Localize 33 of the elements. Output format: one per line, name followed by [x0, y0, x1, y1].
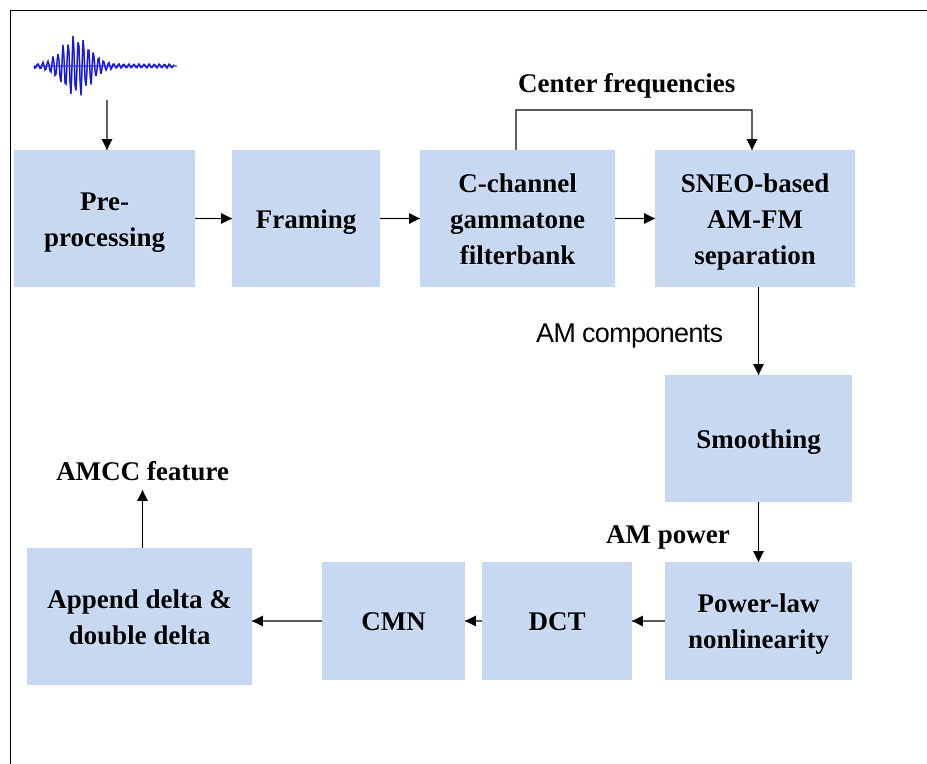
arrow — [137, 490, 148, 548]
edge-label: AM power — [606, 518, 730, 551]
process-box — [655, 150, 855, 287]
arrow — [753, 287, 764, 375]
edge-label: AM components — [536, 317, 722, 350]
process-box — [322, 562, 465, 680]
process-box — [14, 150, 195, 287]
box-text: Framing — [256, 202, 356, 236]
box-text: Append delta & double delta — [46, 582, 233, 652]
process-box — [420, 150, 615, 287]
process-box — [232, 150, 380, 287]
arrow — [615, 213, 655, 224]
process-box — [665, 562, 852, 680]
process-box — [665, 375, 852, 502]
box-text: DCT — [528, 605, 586, 638]
box-text: Power-law nonlinearity — [686, 587, 830, 656]
box-text: CMN — [361, 605, 426, 638]
process-box — [482, 562, 632, 680]
arrow — [465, 616, 482, 626]
arrow — [380, 213, 420, 224]
arrow — [753, 502, 764, 562]
arrow — [195, 213, 232, 224]
box-text: Pre- processing — [42, 184, 166, 254]
box-text: C-channel gammatone filterbank — [449, 166, 586, 272]
arrow — [102, 100, 112, 150]
arrow — [515, 109, 758, 150]
box-text: AMCC feature — [56, 455, 229, 488]
box-text: Smoothing — [696, 422, 821, 456]
arrow — [252, 616, 322, 626]
edge-label: Center frequencies — [518, 67, 736, 100]
box-text: SNEO-based AM-FM separation — [680, 166, 830, 272]
process-box — [27, 548, 252, 685]
arrow — [632, 616, 665, 626]
